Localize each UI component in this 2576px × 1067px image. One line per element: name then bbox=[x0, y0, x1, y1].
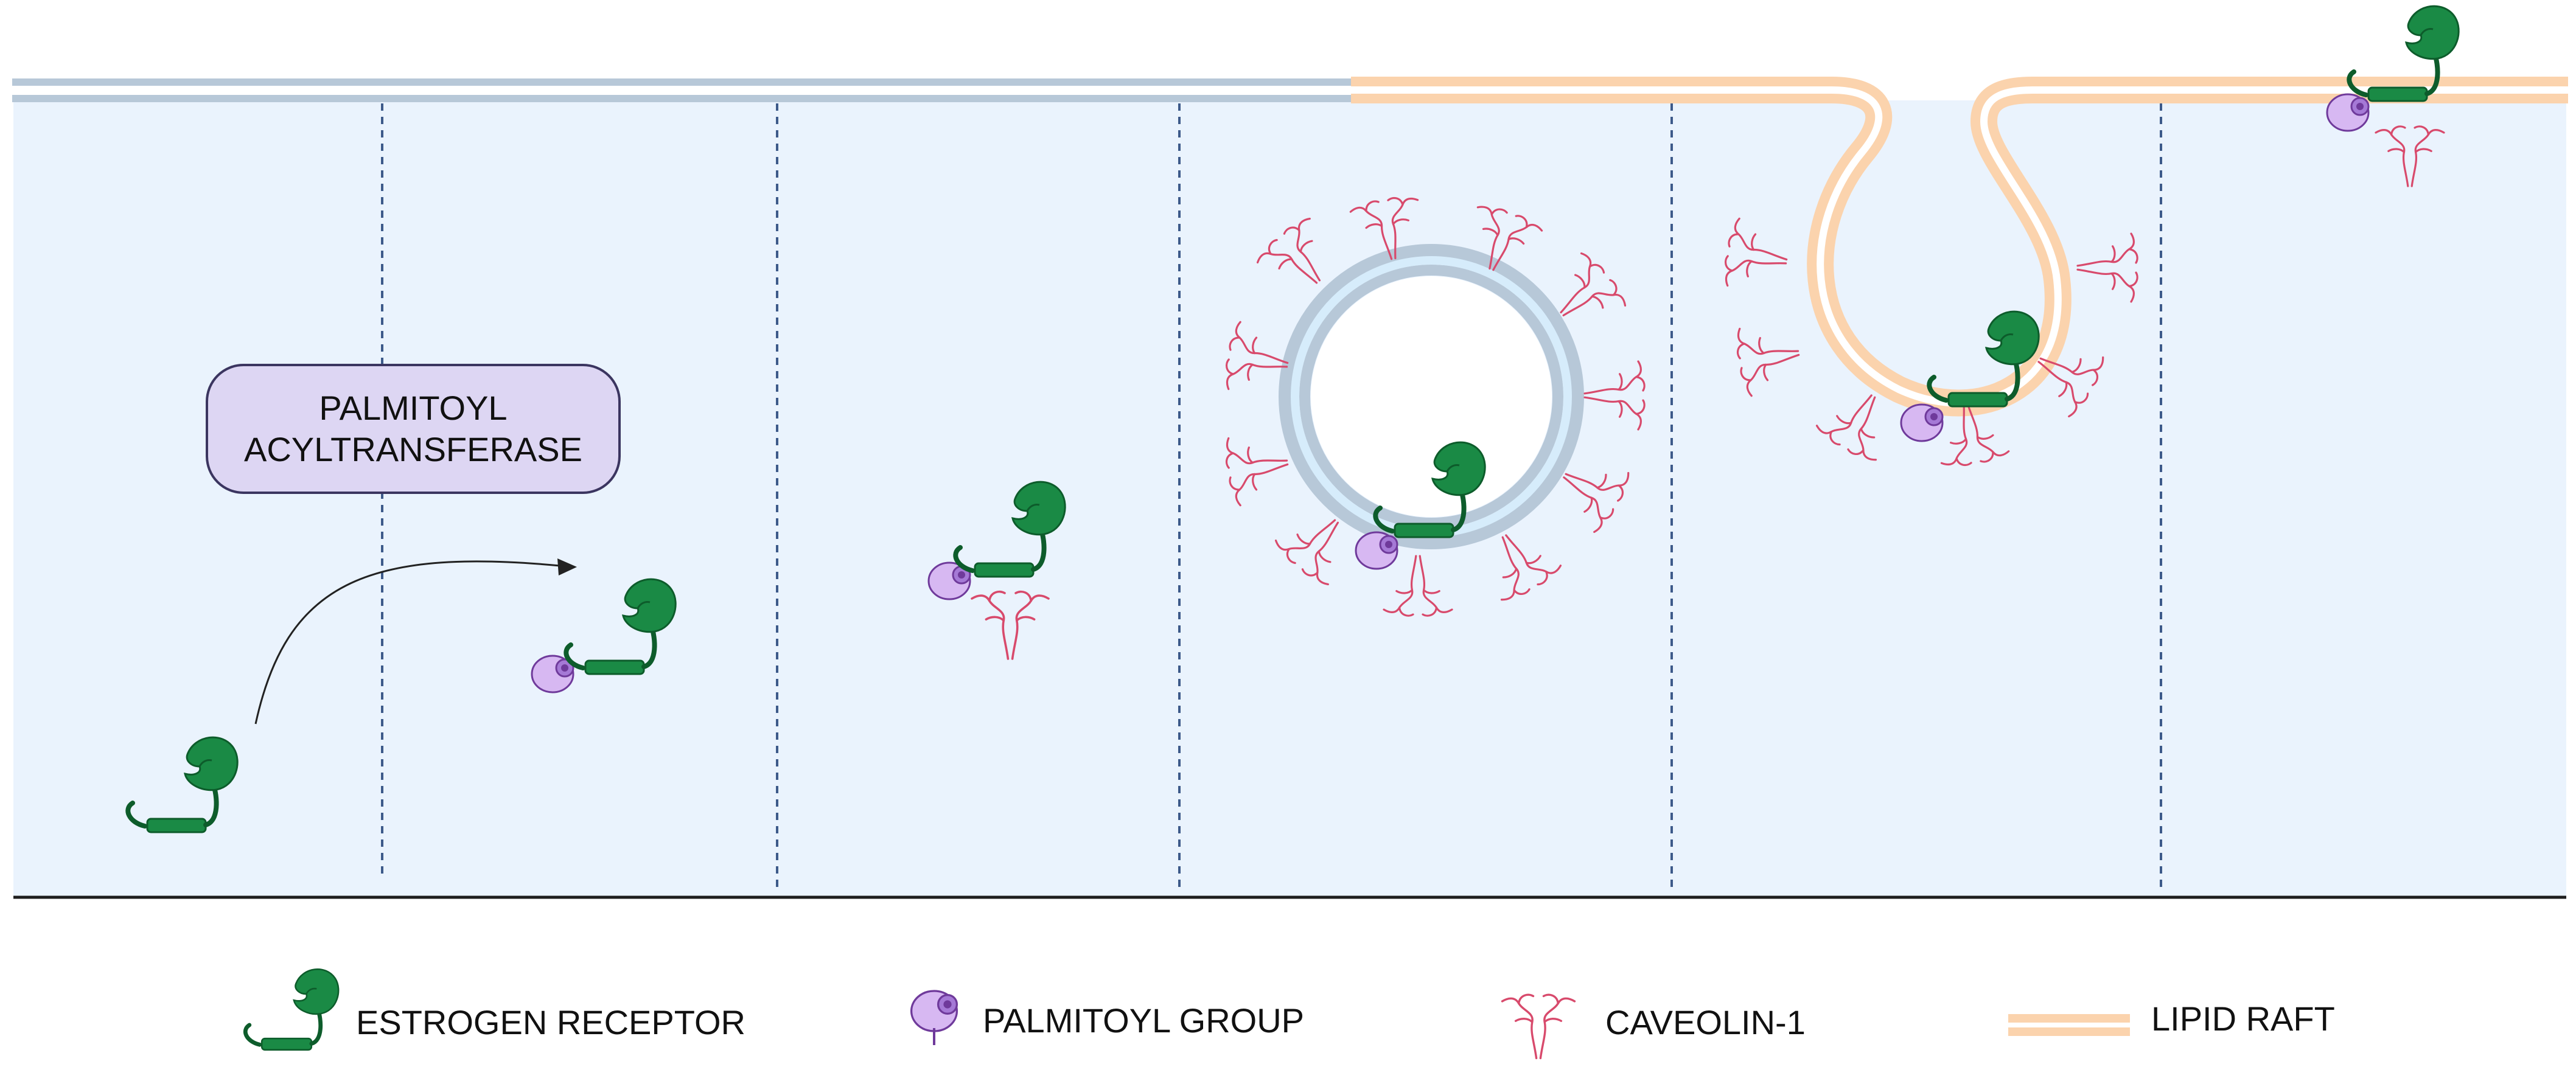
estrogen-receptor-icon bbox=[245, 969, 338, 1050]
legend: ESTROGEN RECEPTOR PALMITOYL GROUP CAVEOL… bbox=[245, 969, 2335, 1060]
legend-item-palmitoyl-group: PALMITOYL GROUP bbox=[910, 990, 1304, 1045]
palmitoyl-group-icon bbox=[910, 990, 958, 1032]
caveolar-vesicle bbox=[1221, 193, 1646, 617]
legend-item-estrogen-receptor: ESTROGEN RECEPTOR bbox=[245, 969, 745, 1050]
enzyme-label: PALMITOYL ACYLTRANSFERASE bbox=[206, 364, 621, 494]
cytoplasm-panel bbox=[13, 100, 2566, 896]
legend-label: CAVEOLIN-1 bbox=[1605, 1003, 1806, 1041]
lipid-raft-icon bbox=[2008, 1014, 2130, 1036]
palmitoyl-group-icon bbox=[1900, 403, 1944, 442]
enzyme-label-line1: PALMITOYL bbox=[319, 389, 507, 427]
legend-label: LIPID RAFT bbox=[2151, 999, 2335, 1038]
compartment-dividers bbox=[381, 103, 2162, 891]
legend-item-lipid-raft: LIPID RAFT bbox=[2008, 999, 2335, 1038]
legend-label: ESTROGEN RECEPTOR bbox=[356, 1003, 745, 1041]
caveolin-icon bbox=[1501, 993, 1576, 1060]
legend-label: PALMITOYL GROUP bbox=[983, 1001, 1304, 1040]
enzyme-label-line2: ACYLTRANSFERASE bbox=[244, 430, 582, 468]
reaction-arrow bbox=[254, 558, 577, 725]
palmitoyl-group-icon bbox=[2326, 93, 2370, 132]
palmitoyl-group-icon bbox=[1355, 531, 1398, 570]
plasma-membrane bbox=[12, 78, 1351, 102]
legend-item-caveolin: CAVEOLIN-1 bbox=[1501, 993, 1806, 1060]
